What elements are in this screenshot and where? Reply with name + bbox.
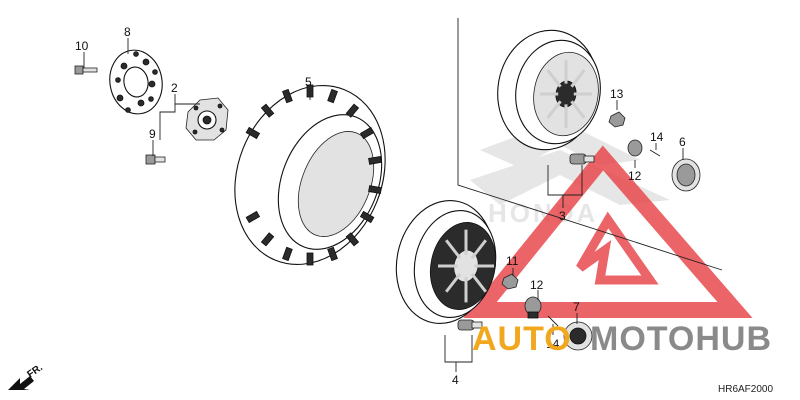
- callout-14-right: 14: [650, 130, 664, 144]
- callout-9: 9: [149, 127, 156, 141]
- wheel-nut-11: [501, 273, 519, 290]
- tread-lug: [345, 232, 360, 247]
- red-triangle-logo: [463, 145, 753, 318]
- wheel-hub: [185, 97, 229, 141]
- callout-12-right: 12: [628, 169, 642, 183]
- rear-wheel-right: [497, 29, 601, 151]
- callout-6: 6: [679, 135, 686, 149]
- tread-lug: [306, 252, 314, 266]
- wheel-spoke: [546, 69, 562, 88]
- callout-12-left: 12: [530, 278, 544, 292]
- wheel-spoke: [570, 69, 586, 88]
- callout-14-left: 14: [546, 337, 560, 351]
- tread-lug: [282, 88, 293, 104]
- wheel-nut-12-right: [627, 139, 643, 157]
- callout-8: 8: [124, 25, 131, 39]
- tread-lug: [327, 88, 338, 104]
- valve-stem-left: [457, 319, 483, 331]
- leader-lines: [83, 38, 684, 372]
- arrow-icon: [8, 376, 34, 390]
- brand-text-left: AUTO: [472, 320, 572, 358]
- hub-bolt: [145, 154, 166, 165]
- wheel-spoke: [546, 100, 562, 119]
- wheel-spoke: [470, 272, 487, 293]
- callout-5: 5: [305, 75, 312, 89]
- diagram-code: HR6AF2000: [718, 384, 773, 395]
- tread-lug: [245, 126, 261, 140]
- tread-lug: [282, 246, 293, 262]
- tread-lug: [368, 185, 382, 195]
- cotter-pin-14-right: [649, 149, 661, 157]
- callout-10: 10: [75, 39, 89, 53]
- callout-13: 13: [610, 87, 624, 101]
- tread-lug: [260, 103, 275, 118]
- hub-cap-7: [563, 321, 593, 351]
- wheel-spoke: [570, 100, 586, 119]
- disc-bolt: [74, 65, 98, 75]
- wheel-nut-13: [608, 111, 626, 128]
- wheel-spoke: [445, 272, 462, 293]
- valve-stem-right: [569, 153, 595, 165]
- wheel-spoke: [470, 239, 487, 260]
- tread-lug: [260, 232, 275, 247]
- tread-lug: [245, 210, 261, 224]
- callout-7: 7: [573, 300, 580, 314]
- tire: [234, 84, 386, 266]
- brand-watermark: AUTO MOTOHUB: [472, 320, 772, 358]
- hub-cap-6: [671, 158, 701, 192]
- wheel-nut-12-left: [524, 296, 542, 319]
- tread-lug: [368, 155, 382, 165]
- group-frame: [457, 18, 723, 271]
- wheel-spoke: [445, 239, 462, 260]
- brake-disc: [109, 49, 163, 115]
- cotter-pin-14-left: [547, 315, 559, 327]
- callout-2: 2: [171, 81, 178, 95]
- tread-lug: [359, 210, 375, 224]
- callout-3: 3: [559, 209, 566, 223]
- callout-labels: 10 8 2 9 5 4 11 12 7 14 3 13 12 14 6: [75, 25, 686, 387]
- callout-11: 11: [506, 254, 519, 268]
- tread-lug: [345, 103, 360, 118]
- tread-lug: [359, 126, 375, 140]
- front-direction-indicator: FR.: [8, 362, 45, 390]
- tread-lug: [327, 246, 338, 262]
- callout-4: 4: [452, 373, 459, 387]
- brand-text-right: MOTOHUB: [590, 320, 772, 358]
- front-wheel-left: [395, 199, 497, 325]
